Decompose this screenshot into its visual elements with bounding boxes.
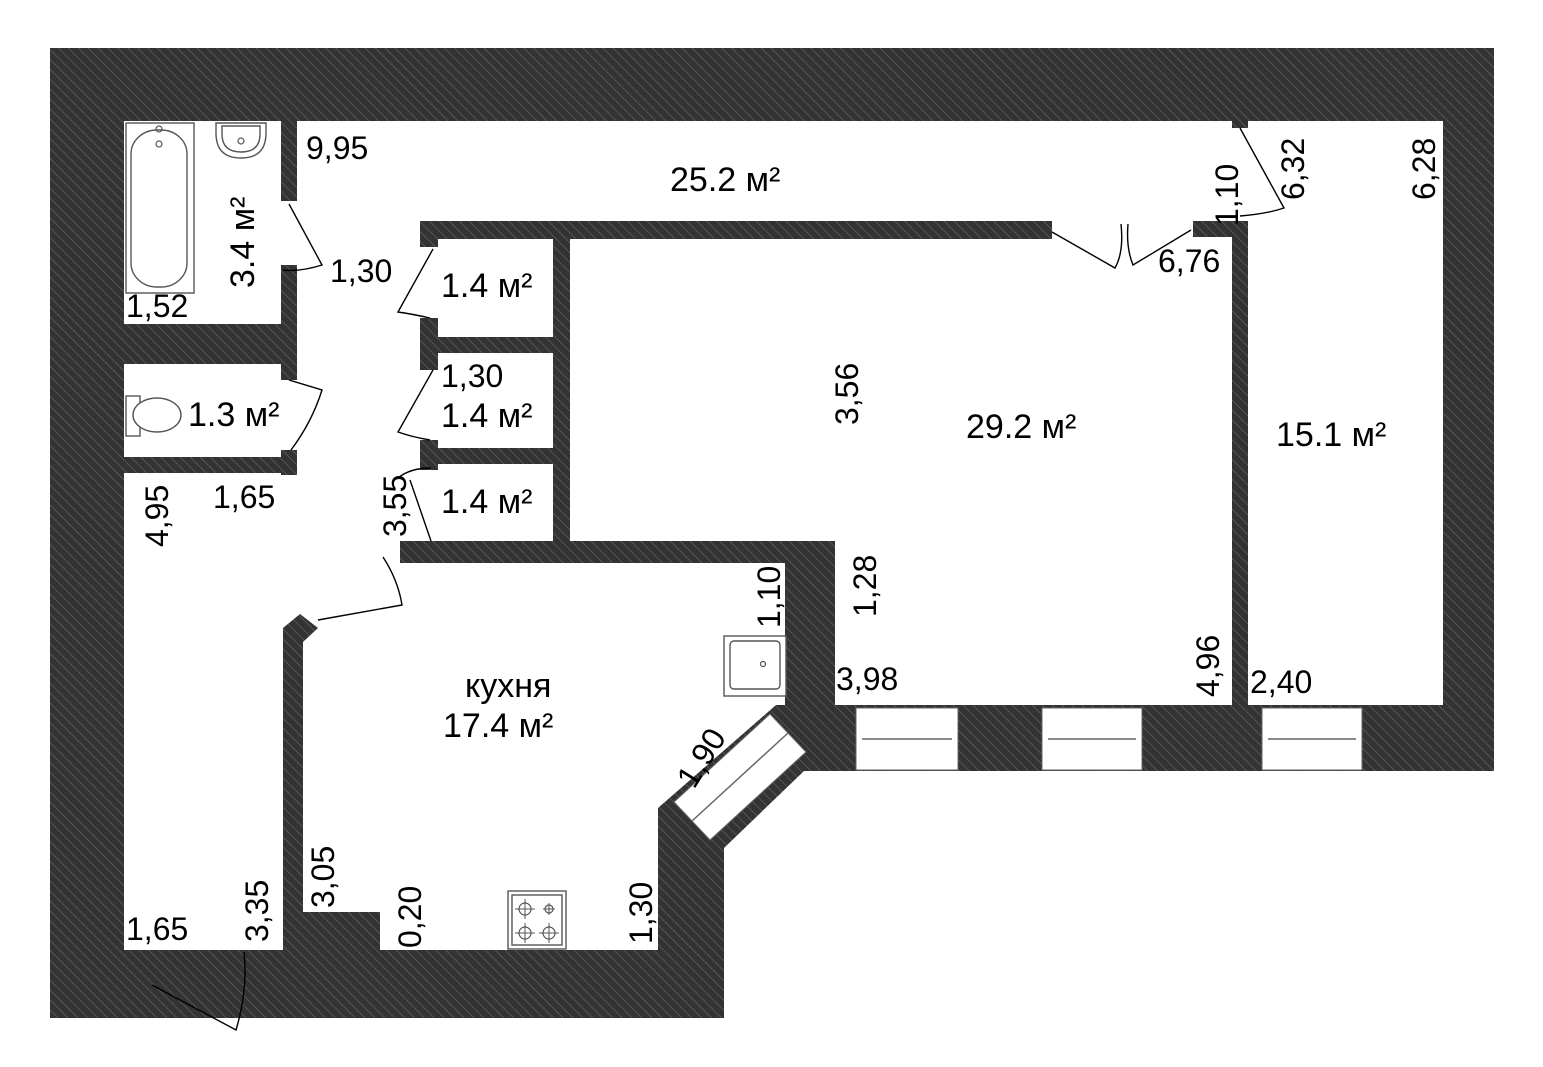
dim-label: 3,98 xyxy=(836,661,898,697)
bedroom-partition xyxy=(1232,221,1248,705)
corridor-area-label: 25.2 м² xyxy=(670,161,780,199)
dim-label: 4,96 xyxy=(1190,635,1226,697)
closet-mid-area-label: 1.4 м² xyxy=(441,397,532,435)
walls xyxy=(50,48,1494,1018)
room-labels: 25.2 м² 3.4 м² 1.4 м² 1.3 м² 1.4 м² 1.4 … xyxy=(188,161,1386,745)
door-swing-icon xyxy=(397,467,432,542)
dim-label: 6,76 xyxy=(1158,243,1220,279)
corridor-east-stub xyxy=(1232,116,1248,128)
dim-label: 9,95 xyxy=(306,130,368,166)
toilet-bottom-wall xyxy=(124,457,297,473)
dim-label: 1,30 xyxy=(441,358,503,394)
dim-label: 1,10 xyxy=(751,566,787,628)
dim-label: 6,32 xyxy=(1275,138,1311,200)
closet-west-wall-a xyxy=(420,221,438,247)
kitchen-living-column xyxy=(785,541,835,705)
kitchen-sink-icon xyxy=(723,635,787,697)
door-swing-icon xyxy=(1051,223,1192,269)
dim-label: 4,95 xyxy=(139,485,175,547)
kitchen-name-label: кухня xyxy=(465,667,551,705)
dim-label: 1,30 xyxy=(330,253,392,289)
window-icon xyxy=(691,732,789,822)
door-swing-icon xyxy=(1239,127,1286,217)
dim-label: 1,28 xyxy=(847,555,883,617)
bedroom-area-label: 15.1 м² xyxy=(1276,416,1386,454)
stove-icon xyxy=(507,890,567,950)
dim-label: 0,20 xyxy=(392,886,428,948)
dim-label: 1,52 xyxy=(126,288,188,324)
living-area-label: 29.2 м² xyxy=(966,408,1076,446)
door-swing-icon xyxy=(288,379,323,451)
closet-east-wall xyxy=(553,221,570,561)
bath-partition-top xyxy=(281,121,297,201)
dim-label: 3,55 xyxy=(377,475,413,537)
dim-label: 1,65 xyxy=(126,911,188,947)
closet-top-area-label: 1.4 м² xyxy=(441,267,532,305)
sink-icon xyxy=(215,122,267,159)
kitchen-west-wall xyxy=(283,614,380,950)
door-swing-icon xyxy=(317,556,403,621)
kitchen-north-wall xyxy=(400,541,835,563)
dim-label: 6,28 xyxy=(1406,138,1442,200)
bathtub-icon xyxy=(125,122,195,294)
kitchen-area-label: 17.4 м² xyxy=(443,707,553,745)
toilet-area-label: 1.3 м² xyxy=(188,396,279,434)
closet-divider-1 xyxy=(420,337,570,353)
door-swing-icon xyxy=(396,248,434,319)
toilet-icon xyxy=(125,395,182,437)
door-swing-icon xyxy=(151,951,246,1032)
dim-label: 3,05 xyxy=(305,846,341,908)
dim-label: 3,56 xyxy=(829,363,865,425)
dimension-labels: 9,95 1,30 1,52 1,30 4,95 1,65 3,55 3,56 … xyxy=(126,130,1442,948)
bath-toilet-divider xyxy=(124,324,297,364)
closet-divider-2 xyxy=(420,448,570,464)
dim-label: 1,10 xyxy=(1209,164,1245,226)
dim-label: 2,40 xyxy=(1250,664,1312,700)
dim-label: 1,30 xyxy=(623,882,659,944)
door-swing-icon xyxy=(396,369,434,441)
living-north-wall xyxy=(420,221,1052,239)
windows xyxy=(673,707,1363,841)
dim-label: 3,35 xyxy=(239,880,275,942)
doors xyxy=(151,127,1286,1032)
closet-bottom-area-label: 1.4 м² xyxy=(441,483,532,521)
dim-label: 1,65 xyxy=(213,479,275,515)
bathroom-area-label: 3.4 м² xyxy=(224,197,262,288)
door-swing-icon xyxy=(282,203,324,272)
